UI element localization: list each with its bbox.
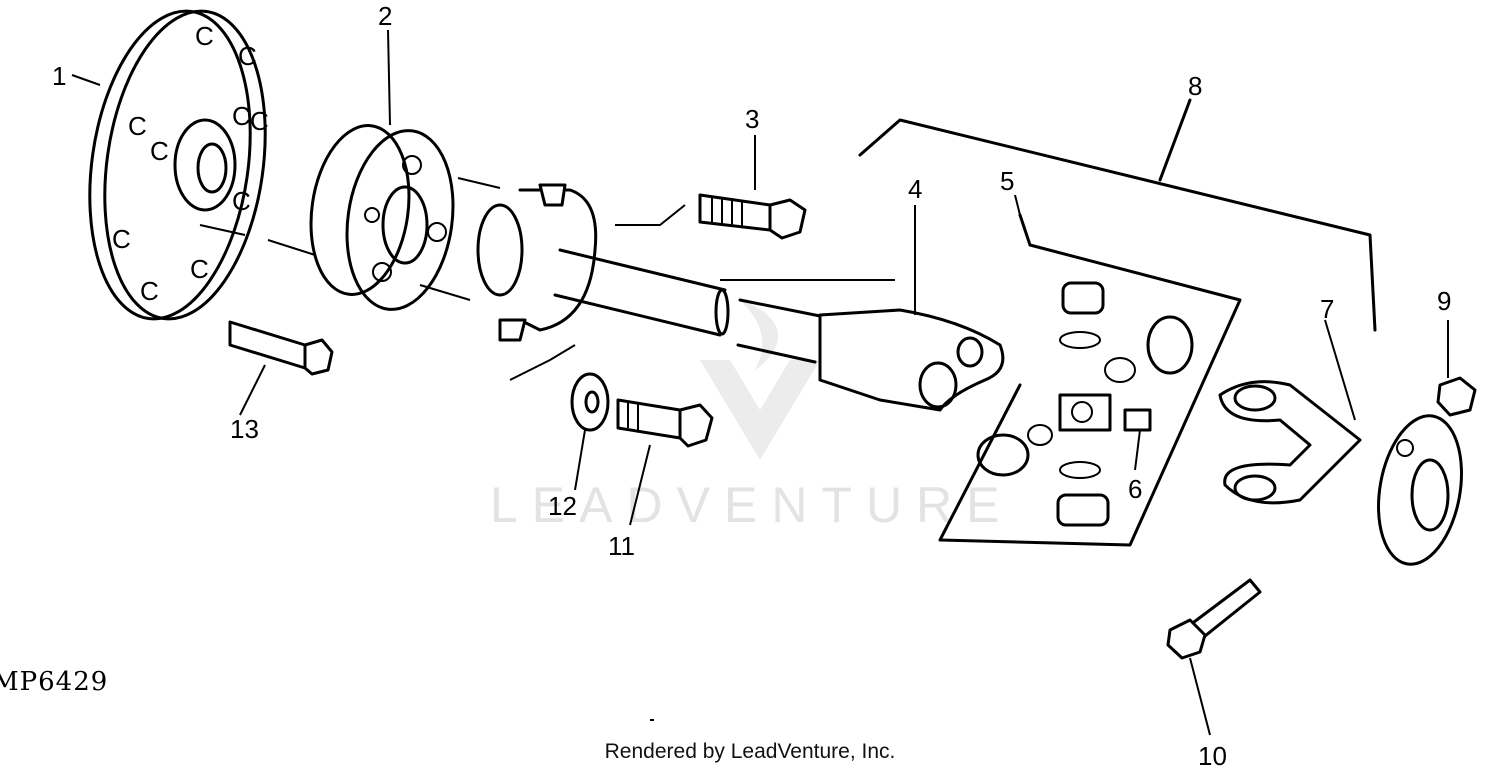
- part-9-nut: [1436, 376, 1477, 417]
- alignment-lines: [199, 177, 686, 381]
- part-1-plate: C C C C C C C C C C: [88, 9, 269, 321]
- part-7-yoke: [1218, 380, 1463, 566]
- callout-10: 10: [1198, 741, 1227, 771]
- leader-lines: [71, 29, 1449, 736]
- callout-3: 3: [745, 104, 759, 134]
- part-3-bolt: [698, 193, 807, 240]
- callout-12: 12: [548, 491, 577, 521]
- svg-text:C: C: [140, 276, 159, 306]
- part-2-coupler: [309, 124, 455, 311]
- svg-text:C: C: [112, 224, 131, 254]
- callout-1: 1: [52, 61, 66, 91]
- part-11-bolt: [616, 398, 714, 448]
- callout-5: 5: [1000, 166, 1014, 196]
- footer-credit: Rendered by LeadVenture, Inc.: [604, 740, 896, 763]
- svg-text:C: C: [190, 254, 209, 284]
- callout-8: 8: [1188, 71, 1202, 101]
- callout-9: 9: [1437, 286, 1451, 316]
- svg-text:C: C: [232, 101, 251, 131]
- callout-7: 7: [1320, 294, 1334, 324]
- part-12-washer: [570, 372, 610, 432]
- svg-text:C: C: [195, 21, 214, 51]
- part-13-bolt: [228, 320, 334, 376]
- svg-text:C: C: [250, 106, 269, 136]
- part-4-shaft: [476, 183, 1005, 412]
- callout-labels: 1 2 3 4 5 6 7 8 9 10 11 12 13: [52, 1, 1451, 771]
- callout-6: 6: [1128, 474, 1142, 504]
- part-8-bracket: [858, 98, 1377, 332]
- callout-11: 11: [608, 531, 635, 561]
- callout-2: 2: [378, 1, 392, 31]
- figure-id: MP6429: [0, 667, 108, 697]
- part-10-bolt: [1166, 578, 1262, 660]
- callout-4: 4: [908, 174, 922, 204]
- part-5-ujoint-kit: [938, 213, 1242, 547]
- svg-text:C: C: [238, 41, 257, 71]
- svg-text:C: C: [232, 186, 251, 216]
- svg-text:C: C: [128, 111, 147, 141]
- svg-text:C: C: [150, 136, 169, 166]
- callout-13: 13: [230, 414, 259, 444]
